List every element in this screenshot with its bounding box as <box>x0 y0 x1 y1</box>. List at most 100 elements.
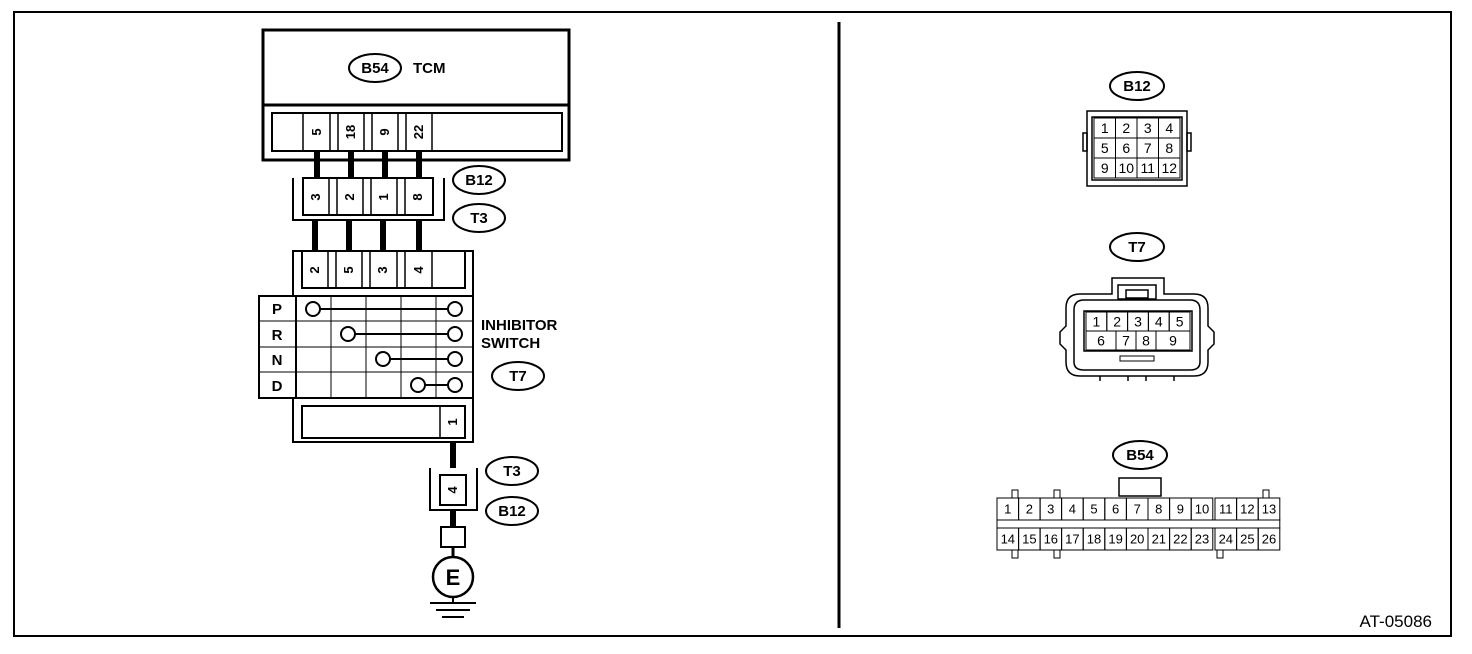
b54-pin-number: 17 <box>1065 532 1079 547</box>
b12-pin-number: 10 <box>1118 160 1134 176</box>
b54-latch <box>1011 489 1019 499</box>
t7-tag <box>491 361 545 391</box>
t7-face-tag <box>1109 232 1165 262</box>
inhibitor-switch-matrix: P R N D INHIBITOR SWITCH T7 <box>258 295 558 399</box>
switch-contact <box>447 326 463 342</box>
b12-pin-number: 5 <box>1101 140 1109 156</box>
t3-tag <box>452 203 506 233</box>
switch-contact <box>305 301 321 317</box>
t7-pin-number: 4 <box>1155 314 1163 330</box>
diagram-frame <box>13 11 1452 637</box>
tcm-pin: 18 <box>343 125 358 139</box>
b12-tag-label: B12 <box>498 503 526 520</box>
b12-pin-number: 8 <box>1165 140 1173 156</box>
b54-latch <box>1011 549 1019 559</box>
inhibitor-switch-label: INHIBITOR <box>481 317 558 334</box>
b12-pin-number: 11 <box>1140 160 1155 176</box>
b54-pin-number: 3 <box>1047 502 1054 517</box>
b12-pin: 1 <box>376 193 391 200</box>
b12-face-tag <box>1109 71 1165 101</box>
t7-face-label: T7 <box>1128 239 1146 256</box>
position-label-p: P <box>272 301 282 318</box>
b54-pin-number: 1 <box>1004 502 1011 517</box>
b54-pin-number: 10 <box>1195 502 1209 517</box>
t7-pin-number: 8 <box>1142 333 1150 349</box>
figure-id: AT-05086 <box>1360 612 1432 631</box>
wires-b12-to-switch <box>312 220 422 251</box>
b12-pin-number: 9 <box>1101 160 1109 176</box>
b12-pin: 3 <box>308 193 323 200</box>
t7-pin-number: 3 <box>1134 314 1142 330</box>
b54-pin-number: 18 <box>1087 532 1101 547</box>
switch-contact <box>375 351 391 367</box>
b12-pin-number: 3 <box>1144 120 1152 136</box>
b54-face-label: B54 <box>1126 447 1154 464</box>
b12-pin-number: 2 <box>1122 120 1130 136</box>
b54-pin-number: 4 <box>1069 502 1076 517</box>
ground-wire: 4 T3 B12 E <box>429 442 539 618</box>
b12-tag-label: B12 <box>465 172 493 189</box>
t7-pin-number: 9 <box>1169 333 1177 349</box>
b54-latch <box>1262 489 1270 499</box>
t7-pin-number: 6 <box>1097 333 1105 349</box>
switch-pin: 2 <box>307 266 322 273</box>
tcm-label: TCM <box>413 60 446 77</box>
switch-pin: 4 <box>411 266 426 274</box>
b54-pin-number: 16 <box>1044 532 1058 547</box>
switch-connector: 2 5 3 4 <box>292 250 474 296</box>
tcm-pin: 22 <box>411 125 426 139</box>
position-label-r: R <box>272 327 283 344</box>
switch-contact <box>447 351 463 367</box>
t3-tag-label: T3 <box>470 210 488 227</box>
b54-pin-number: 21 <box>1152 532 1166 547</box>
tcm-connector-label: B54 <box>361 60 389 77</box>
tcm-connector-tag <box>348 53 402 83</box>
position-label-n: N <box>272 352 283 369</box>
t7-pin-number: 1 <box>1093 314 1101 330</box>
b12-tag <box>485 496 539 526</box>
b54-pin-number: 13 <box>1262 502 1276 517</box>
t7-pin-number: 5 <box>1176 314 1184 330</box>
position-label-d: D <box>272 378 283 395</box>
switch-contact <box>410 377 426 393</box>
b54-pin-number: 12 <box>1240 502 1254 517</box>
b54-pin-number: 20 <box>1130 532 1144 547</box>
b54-pin-number: 8 <box>1155 502 1162 517</box>
b12-face-label: B12 <box>1123 78 1151 95</box>
tcm-pin: 9 <box>377 128 392 135</box>
t7-pin-cell <box>1155 330 1191 351</box>
b54-pin-number: 24 <box>1219 532 1233 547</box>
b54-pin-number: 5 <box>1090 502 1097 517</box>
b54-latch <box>1216 549 1224 559</box>
b54-pin-number: 14 <box>1001 532 1015 547</box>
t3-tag <box>485 456 539 486</box>
b54-latch <box>1053 489 1061 499</box>
ground-pin: 4 <box>445 486 460 494</box>
switch-pin: 5 <box>341 266 356 273</box>
b54-pin-number: 26 <box>1262 532 1276 547</box>
b12-pin-number: 6 <box>1122 140 1130 156</box>
b54-pin-number: 2 <box>1026 502 1033 517</box>
b12-pin-number: 1 <box>1101 120 1109 136</box>
switch-contact <box>447 377 463 393</box>
t7-pin-number: 7 <box>1122 333 1130 349</box>
switch-contact <box>340 326 356 342</box>
b54-latch <box>1053 549 1061 559</box>
b54-face-tag <box>1112 440 1168 470</box>
b54-pin-number: 6 <box>1112 502 1119 517</box>
switch-ground-connector: 1 <box>292 398 474 443</box>
b54-pin-number: 11 <box>1219 502 1233 517</box>
b12-pin-number: 7 <box>1144 140 1152 156</box>
switch-ground-pin: 1 <box>445 418 460 425</box>
b12-tag <box>452 165 506 195</box>
b54-pin-number: 23 <box>1195 532 1209 547</box>
t3-tag-label: T3 <box>503 463 521 480</box>
b12-t3-connector: 3 2 1 8 B12 T3 <box>292 165 506 233</box>
b12-pin: 8 <box>410 193 425 200</box>
inhibitor-switch-label: SWITCH <box>481 335 540 352</box>
switch-pin: 3 <box>375 266 390 273</box>
b12-pin: 2 <box>342 193 357 200</box>
ground-symbol-label: E <box>446 565 461 590</box>
